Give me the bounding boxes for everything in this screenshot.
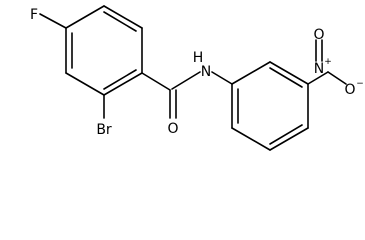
nitrophenyl-ring — [231, 61, 309, 151]
positive-charge-label: + — [324, 57, 332, 67]
chemical-structure: F Br O H N O N + O − — [30, 5, 364, 151]
c-nitro-bond — [307, 71, 329, 85]
n-ring-bond — [211, 71, 233, 85]
nitro-oxygen-right-label: O — [344, 82, 355, 98]
double-bond — [103, 11, 137, 32]
amide-nitrogen-label: N — [201, 64, 211, 80]
bond — [269, 127, 309, 151]
bond — [269, 61, 309, 85]
double-bond — [269, 67, 303, 88]
double-bond — [103, 69, 137, 90]
bromine-atom-label: Br — [96, 122, 112, 138]
bond — [231, 127, 271, 151]
amide-hydrogen-label: H — [193, 50, 204, 66]
n-o-single-bond — [327, 71, 347, 85]
bond — [65, 5, 105, 29]
c-n-amide-bond — [171, 71, 201, 90]
bond — [231, 61, 271, 85]
bromofluorophenyl-ring — [65, 5, 143, 96]
bond — [103, 5, 143, 29]
bond — [65, 72, 105, 96]
nitro-nitrogen-label: N — [314, 61, 324, 77]
carbonyl-oxygen-label: O — [167, 121, 178, 137]
negative-charge-label: − — [356, 79, 364, 89]
bond — [103, 72, 143, 96]
double-bond — [269, 124, 303, 145]
ring-carbonyl-bond — [141, 72, 171, 91]
fluorine-atom-label: F — [30, 7, 38, 23]
nitro-oxygen-top-label: O — [313, 27, 324, 43]
c-f-bond — [39, 13, 67, 29]
